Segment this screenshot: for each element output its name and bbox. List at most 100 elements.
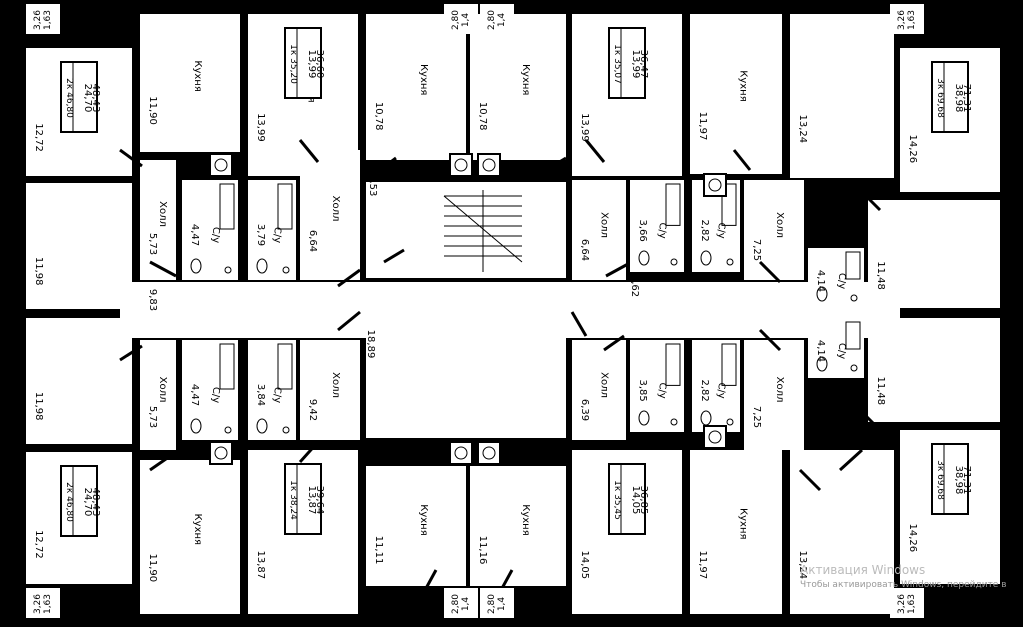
balcony-floor — [890, 588, 924, 618]
room-label: Кухня — [418, 64, 429, 96]
room-floor — [572, 340, 626, 440]
door-leaf — [758, 260, 782, 284]
apartment-total-area: 48,43 — [90, 488, 101, 517]
balcony-depth: 1,63 — [43, 594, 53, 614]
shaft-vent-icon — [482, 446, 496, 460]
drain-icon — [224, 266, 232, 274]
elevator-hall — [366, 338, 566, 438]
bathtub-icon — [665, 183, 681, 226]
room-area: 14,05 — [579, 550, 590, 579]
balcony-floor — [444, 588, 478, 618]
balcony-floor — [480, 588, 514, 618]
bathroom-label: С/у — [657, 382, 668, 398]
room-area: 13,99 — [579, 113, 590, 142]
balcony-area: 3,26 — [897, 594, 907, 614]
door-leaf — [298, 139, 320, 163]
bathroom-label: С/у — [715, 222, 726, 238]
drain-icon — [726, 418, 734, 426]
apartment-living-area: 24,70 — [82, 84, 93, 113]
door-leaf — [545, 156, 567, 172]
bathroom-label: С/у — [836, 343, 847, 359]
toilet-icon — [816, 286, 828, 302]
door-leaf — [570, 311, 588, 337]
room-area: 12,72 — [33, 123, 44, 152]
watermark-subtitle: Чтобы активировать Windows, перейдите в — [800, 580, 1007, 590]
apartment-box — [284, 463, 322, 535]
shaft-vent-icon — [214, 158, 228, 172]
balcony-floor — [480, 4, 514, 34]
balcony-area: 3,26 — [33, 594, 43, 614]
door-leaf — [298, 440, 320, 464]
door-leaf — [603, 334, 625, 352]
room-area: 6,64 — [307, 230, 318, 252]
balcony-area: 3,26 — [897, 10, 907, 30]
bathroom-label: С/у — [657, 222, 668, 238]
drain-icon — [670, 258, 678, 266]
bathtub-icon — [219, 183, 235, 230]
room-a5c: 11,48 — [868, 200, 1000, 308]
apartment-type-total: 2к 46,80 — [64, 78, 74, 118]
bathroom-area: 3,84 — [255, 384, 266, 406]
bathtub-icon — [845, 321, 861, 350]
room-floor — [140, 160, 176, 280]
apartment-box — [60, 465, 98, 537]
apartment-box — [608, 27, 646, 99]
balcony-depth: 1,63 — [907, 594, 917, 614]
room-area: 10,78 — [477, 102, 488, 131]
stair-flights — [443, 190, 523, 272]
room-floor — [868, 200, 1000, 308]
room-area: 5,73 — [147, 406, 158, 428]
drain-icon — [282, 426, 290, 434]
door-leaf — [732, 149, 752, 171]
toilet-icon — [256, 418, 268, 434]
balcony-area: 2,80 — [451, 10, 461, 30]
room-area: 13,87 — [255, 550, 266, 579]
room-floor — [366, 14, 466, 160]
apartment-box — [60, 61, 98, 133]
bathtub-icon — [845, 251, 861, 280]
bathroom-label: С/у — [836, 273, 847, 289]
door-leaf — [119, 148, 143, 168]
room-floor — [572, 180, 626, 280]
room-floor — [690, 450, 782, 614]
bathroom-7: С/у3,84 — [248, 340, 296, 440]
room-label: Кухня — [418, 504, 429, 536]
bathroom-label: С/у — [271, 227, 282, 243]
bathtub-icon — [277, 183, 293, 230]
drain-icon — [670, 418, 678, 426]
shaft-vent-icon — [482, 158, 496, 172]
door-leaf — [119, 344, 143, 362]
bathroom-5: С/у4,14 — [808, 318, 864, 378]
room-area: 11,97 — [697, 550, 708, 579]
bathroom-1: С/у3,79 — [248, 180, 296, 280]
bathroom-area: 3,85 — [637, 379, 648, 401]
toilet-icon — [700, 410, 712, 426]
bathroom-area: 4,47 — [189, 384, 200, 406]
apartment-total-area: 39,64 — [314, 486, 325, 515]
bathroom-label: С/у — [715, 382, 726, 398]
balcony-depth: 1,63 — [43, 10, 53, 30]
corridor-area: 17,53 — [367, 168, 378, 197]
bathroom-area: 3,66 — [637, 219, 648, 241]
balcony-depth: 1,4 — [461, 13, 471, 28]
balcony-floor — [890, 4, 924, 34]
bathtub-icon — [277, 343, 293, 390]
apartment-total-area: 71,31 — [961, 466, 972, 495]
door-leaf — [838, 448, 864, 472]
room-floor — [26, 183, 132, 309]
room-label: Кухня — [738, 70, 749, 102]
drain-icon — [282, 266, 290, 274]
room-area: 13,99 — [255, 113, 266, 142]
toilet-icon — [816, 356, 828, 372]
